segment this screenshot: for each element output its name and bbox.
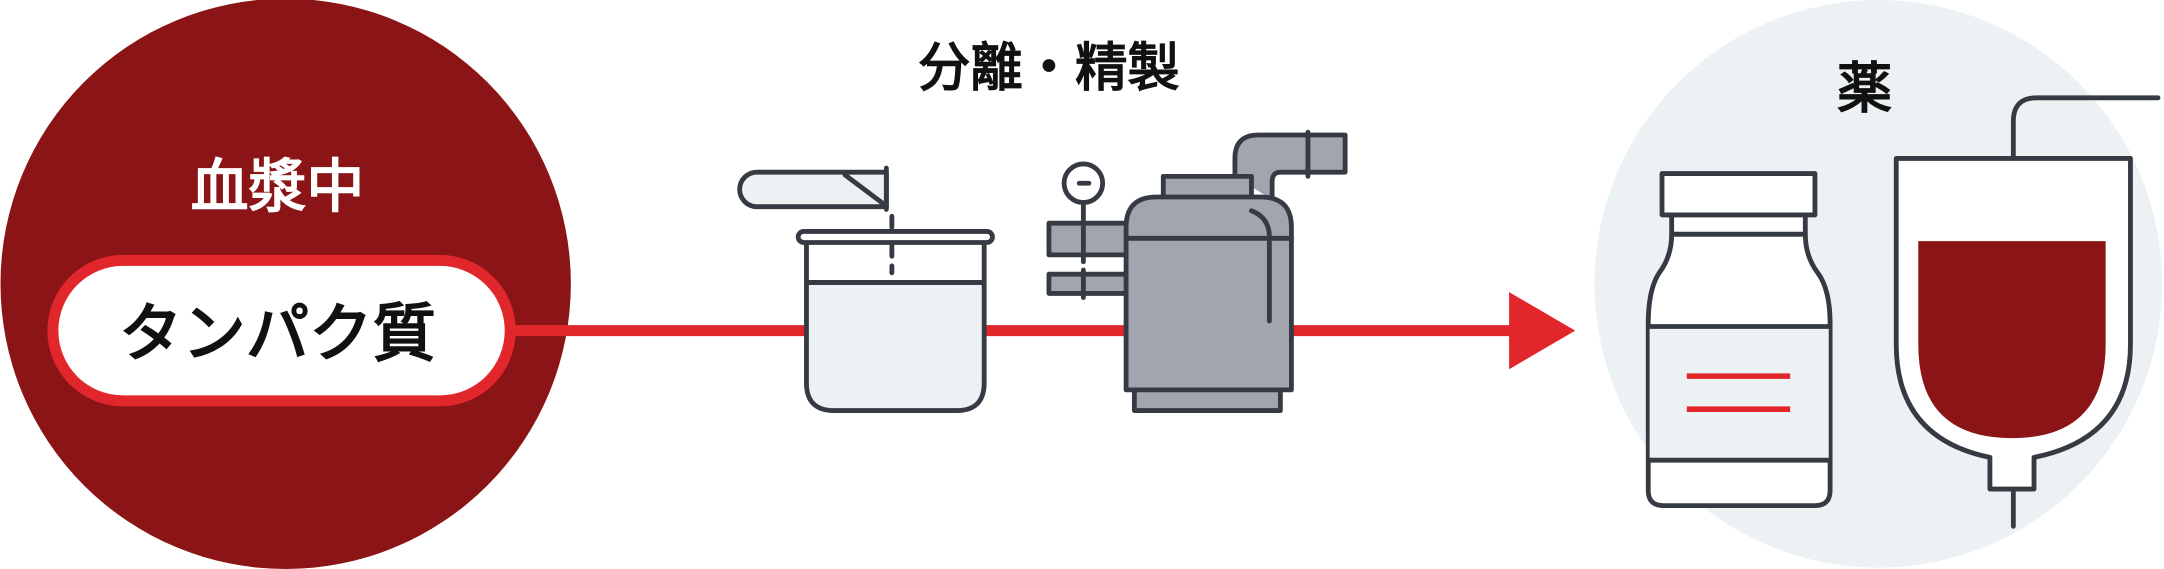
- test-tube-icon: [737, 165, 889, 212]
- protein-label: タンパク質: [119, 296, 436, 370]
- bottle-label-area: [1649, 327, 1829, 461]
- flow-arrowhead-icon: [1509, 292, 1576, 370]
- medicine-bottle-icon: [1645, 171, 1833, 509]
- separation-machine-icon: [1046, 129, 1348, 413]
- beaker-icon: [795, 213, 995, 413]
- medicine-label: 薬: [1837, 56, 1892, 120]
- process-label: 分離・精製: [918, 37, 1180, 98]
- iv-bag-icon: [1893, 95, 2161, 529]
- plasma-label: 血漿中: [191, 153, 365, 221]
- iv-bag-fluid: [1918, 241, 2106, 439]
- protein-pill-inner: [58, 265, 505, 396]
